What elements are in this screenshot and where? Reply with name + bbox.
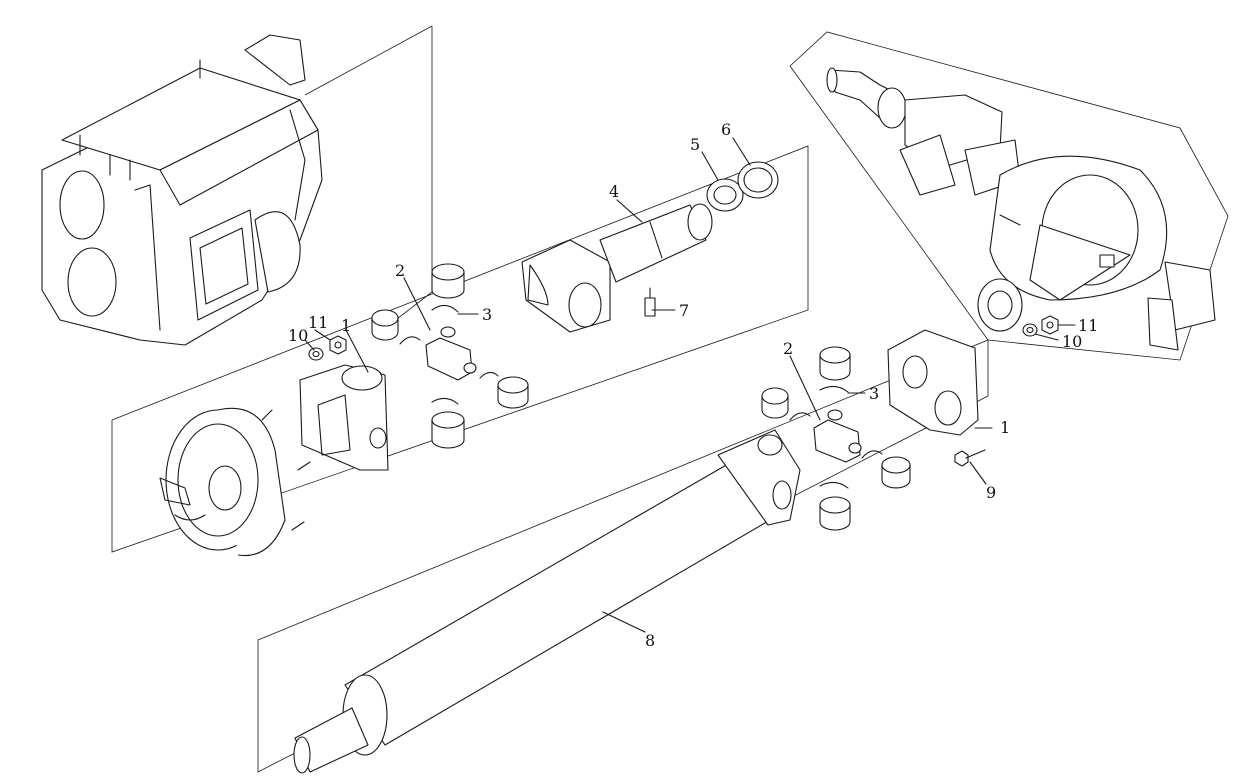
- rear-axle-plane: [789, 31, 1229, 361]
- callout-10-right: 10: [1062, 332, 1082, 351]
- flange-yoke-front: [299, 364, 389, 471]
- bolt-9: [954, 449, 986, 467]
- seal-ring-6: [737, 161, 779, 199]
- leader-lines: [304, 137, 1076, 633]
- callout-1-right: 1: [1000, 418, 1010, 437]
- callout-3-left: 3: [482, 305, 492, 324]
- callout-11-right: 11: [1078, 316, 1098, 335]
- washer-10-right: [1022, 323, 1038, 337]
- callout-3-right: 3: [869, 384, 879, 403]
- transmission-housing: [41, 34, 323, 346]
- callout-5: 5: [690, 135, 700, 154]
- slip-yoke-shaft: [521, 203, 713, 333]
- callout-4: 4: [609, 182, 619, 201]
- front-output-flange: [159, 407, 311, 557]
- nut-11-left: [329, 335, 347, 355]
- callout-11-left: 11: [308, 313, 328, 332]
- grease-fitting-7: [644, 287, 656, 317]
- shaft-plane: [257, 339, 989, 773]
- callout-1-left: 1: [341, 316, 351, 335]
- callout-8: 8: [645, 631, 655, 650]
- rear-axle-housing: [826, 67, 1216, 351]
- front-joint-plane: [111, 145, 809, 553]
- callout-10-left: 10: [288, 326, 308, 345]
- transmission-plane: [304, 25, 433, 333]
- callout-7: 7: [679, 301, 689, 320]
- seal-ring-5: [706, 178, 744, 212]
- callout-2-left: 2: [395, 261, 405, 280]
- universal-joint-front: [371, 263, 529, 449]
- callout-6: 6: [721, 120, 731, 139]
- nut-11-right: [1041, 315, 1059, 335]
- drive-shaft-tube: [293, 429, 801, 774]
- callout-2-right: 2: [783, 339, 793, 358]
- washer-10-left: [308, 347, 324, 361]
- callouts: 1 2 3 4 5 6 7 8 9 10 11 1 2 3 10 11: [288, 120, 1098, 650]
- universal-joint-rear: [761, 346, 911, 531]
- flange-yoke-rear: [887, 329, 979, 436]
- callout-9: 9: [986, 483, 996, 502]
